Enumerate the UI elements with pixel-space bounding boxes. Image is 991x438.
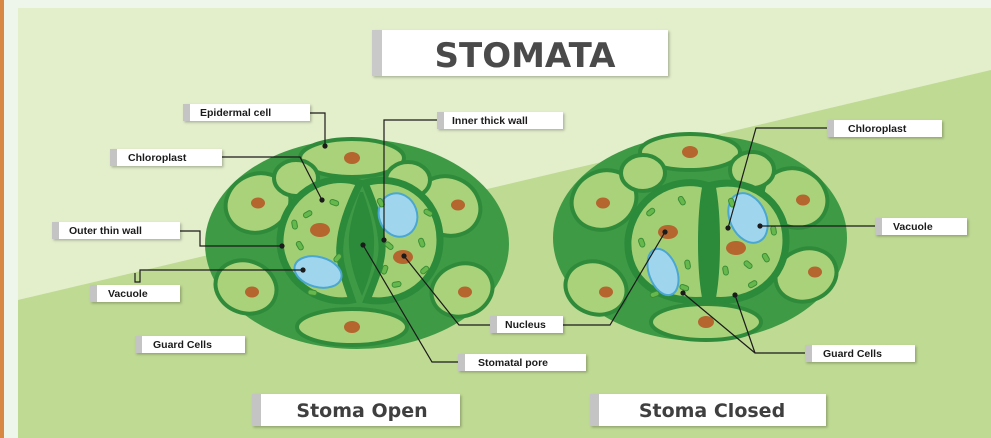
label-guard-cells-right-text: Guard Cells: [823, 348, 882, 360]
label-vacuole-right-text: Vacuole: [893, 221, 933, 233]
left-accent-bar: [0, 0, 4, 438]
label-vacuole-left-text: Vacuole: [108, 288, 148, 300]
stoma-open-illustration: [205, 139, 509, 349]
label-guard-cells-left: Guard Cells: [135, 336, 245, 353]
label-inner-thick-wall: Inner thick wall: [437, 112, 563, 129]
label-chloroplast-right: Chloroplast: [827, 120, 942, 137]
title-banner: STOMATA: [372, 30, 668, 76]
label-epidermal-cell: Epidermal cell: [183, 104, 310, 121]
label-stomatal-pore-text: Stomatal pore: [478, 357, 548, 369]
label-stomatal-pore: Stomatal pore: [458, 354, 586, 371]
label-outer-thin-wall-text: Outer thin wall: [69, 225, 142, 237]
label-nucleus-text: Nucleus: [505, 319, 546, 331]
caption-stoma-open: Stoma Open: [252, 394, 460, 426]
label-inner-thick-wall-text: Inner thick wall: [452, 115, 528, 127]
caption-stoma-closed-text: Stoma Closed: [639, 400, 785, 422]
label-chloroplast-left: Chloroplast: [110, 149, 222, 166]
guard-nucleus-left-open: [310, 223, 330, 237]
label-epidermal-cell-text: Epidermal cell: [200, 107, 271, 119]
label-guard-cells-right: Guard Cells: [805, 345, 915, 362]
label-guard-cells-left-text: Guard Cells: [153, 339, 212, 351]
page-title: STOMATA: [435, 36, 617, 76]
stomatal-pore-closed: [705, 188, 713, 298]
label-chloroplast-right-text: Chloroplast: [848, 123, 907, 135]
caption-stoma-closed: Stoma Closed: [590, 394, 826, 426]
label-vacuole-left: Vacuole: [90, 285, 180, 302]
label-nucleus: Nucleus: [490, 316, 563, 333]
caption-stoma-open-text: Stoma Open: [296, 400, 427, 422]
label-outer-thin-wall: Outer thin wall: [52, 222, 180, 239]
stoma-closed-illustration: [553, 134, 847, 341]
guard-nucleus-right-closed: [726, 241, 746, 255]
guard-nucleus-left-closed: [658, 225, 678, 239]
label-chloroplast-left-text: Chloroplast: [128, 152, 187, 164]
label-vacuole-right: Vacuole: [875, 218, 967, 235]
